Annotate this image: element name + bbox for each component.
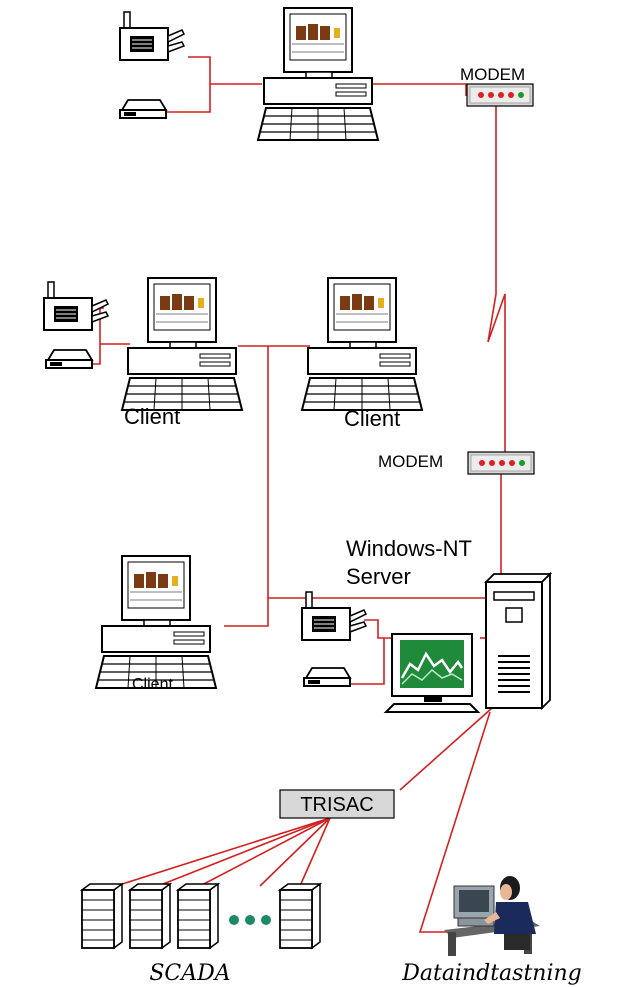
scada-label: SCADA [149,961,230,986]
rack-unit-icon [129,883,171,949]
trisac-label: TRISAC [300,794,373,816]
printer-icon [119,11,185,61]
server-label-line1: Windows-NT [346,536,472,561]
modem-label-mid: MODEM [378,452,443,471]
operator-at-desk-icon [444,876,540,956]
client-label-1: Client [124,404,180,429]
workstation-icon [95,555,217,689]
scanner-icon [45,349,93,369]
printer-icon [43,281,109,331]
scanner-icon [303,667,351,687]
rack-unit-icon [81,883,123,949]
workstation-icon [121,277,243,411]
workstation-icon [301,277,423,411]
rack-unit-icon [279,883,321,949]
client-label-3: Client [132,676,173,693]
client-label-2: Client [344,406,400,431]
trisac-box: TRISAC [279,789,395,819]
modem-label-top: MODEM [460,65,525,84]
chart-monitor-icon [383,633,481,713]
ellipsis-dots-icon [229,915,271,925]
dataentry-label: Dataindtastning [401,961,582,986]
workstation-icon [257,7,379,141]
scanner-icon [119,99,167,119]
printer-icon [301,591,367,641]
modem-icon [466,83,534,107]
rack-unit-icon [177,883,219,949]
modem-icon [467,451,535,475]
network-wires [82,56,506,933]
server-label-line2: Server [346,564,411,589]
tower-server-icon [483,571,553,711]
